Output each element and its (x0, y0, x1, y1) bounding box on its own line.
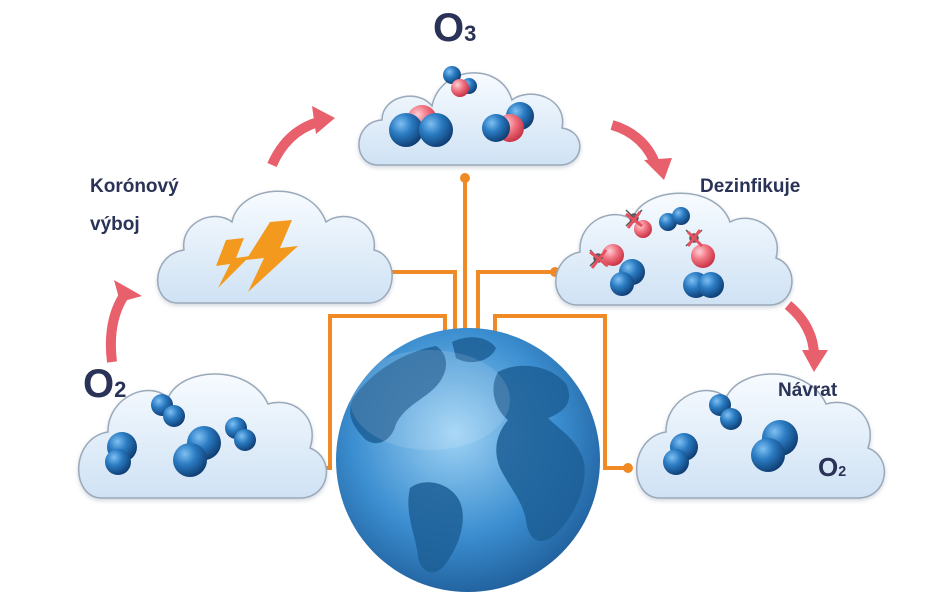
return-molecules (663, 394, 798, 475)
o3-molecules (389, 66, 534, 147)
o2-left-label: O2 (83, 362, 126, 407)
o3-label-main: O (433, 6, 465, 50)
o3-label-sub: 3 (464, 21, 477, 46)
globe-land-south-america (408, 482, 463, 573)
connector-to-disinfect (476, 270, 555, 330)
arrowhead-4 (802, 350, 828, 372)
return-label: Návrat (778, 380, 838, 401)
globe-icon (336, 328, 600, 592)
connector-to-return (493, 314, 628, 470)
o2-right-label-sub: 2 (838, 464, 847, 480)
o3-label: O3 (433, 6, 476, 51)
disinfect-label: Dezinfikuje (700, 176, 801, 197)
arrow-disinfect-to-return (784, 301, 819, 357)
cloud-return (636, 373, 886, 499)
o2-left-label-sub: 2 (114, 377, 127, 402)
arrowhead-2 (312, 106, 335, 134)
globe-land-europe-africa (493, 365, 585, 542)
arrow-o2-to-corona (105, 286, 133, 363)
o2-right-label: O2 (818, 452, 846, 483)
globe-land-north-america (350, 346, 447, 444)
globe-land-greenland (452, 337, 496, 363)
lightning-icon (216, 220, 298, 292)
cycle-arrowheads (114, 106, 828, 372)
cloud-disinfect (555, 192, 793, 306)
o2-left-molecules (105, 394, 256, 477)
virus-cross-marks (589, 211, 704, 269)
o2-left-label-main: O (83, 362, 115, 406)
o2-right-label-main: O (818, 452, 839, 482)
connector-to-corona (385, 270, 457, 330)
corona-label-line2: výboj (90, 214, 140, 235)
arrow-corona-to-o3 (267, 117, 320, 168)
arrowhead-1 (114, 280, 142, 302)
arrowhead-3 (644, 158, 672, 180)
corona-label-line1: Korónový (90, 176, 179, 197)
